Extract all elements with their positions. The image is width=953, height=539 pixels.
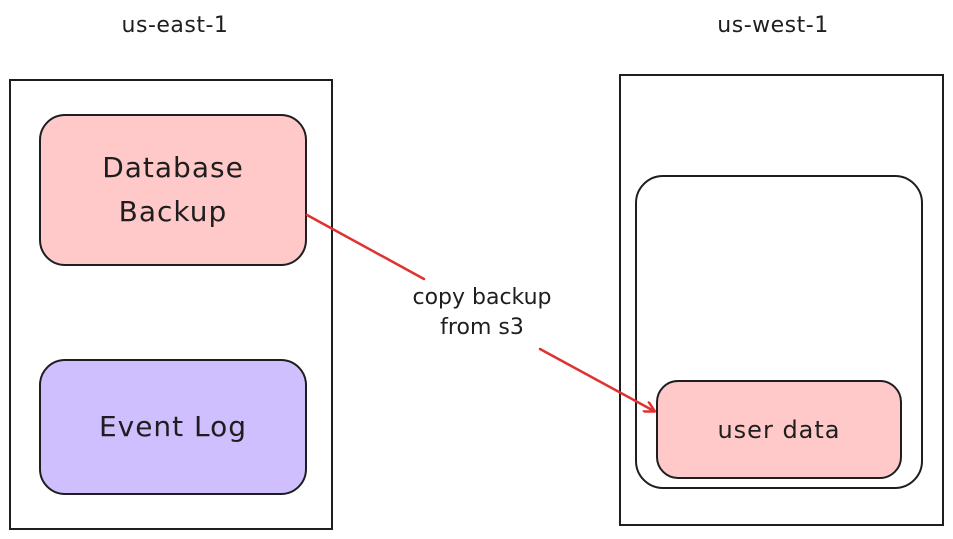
- edge-label-copy-backup: copy backup from s3: [392, 283, 572, 343]
- inner-container-us-west-1: [635, 175, 923, 489]
- arrow-segment-1: [305, 213, 426, 281]
- database-backup-node: Database Backup: [39, 114, 307, 266]
- region-label-us-west-1: us-west-1: [717, 13, 829, 38]
- user-data-label: user data: [717, 415, 841, 444]
- user-data-node: user data: [656, 380, 902, 479]
- database-backup-label: Database Backup: [102, 151, 244, 228]
- event-log-node: Event Log: [39, 359, 307, 495]
- event-log-label: Event Log: [98, 410, 248, 443]
- region-label-us-east-1: us-east-1: [121, 13, 229, 38]
- arrow-segment-2: [538, 347, 654, 411]
